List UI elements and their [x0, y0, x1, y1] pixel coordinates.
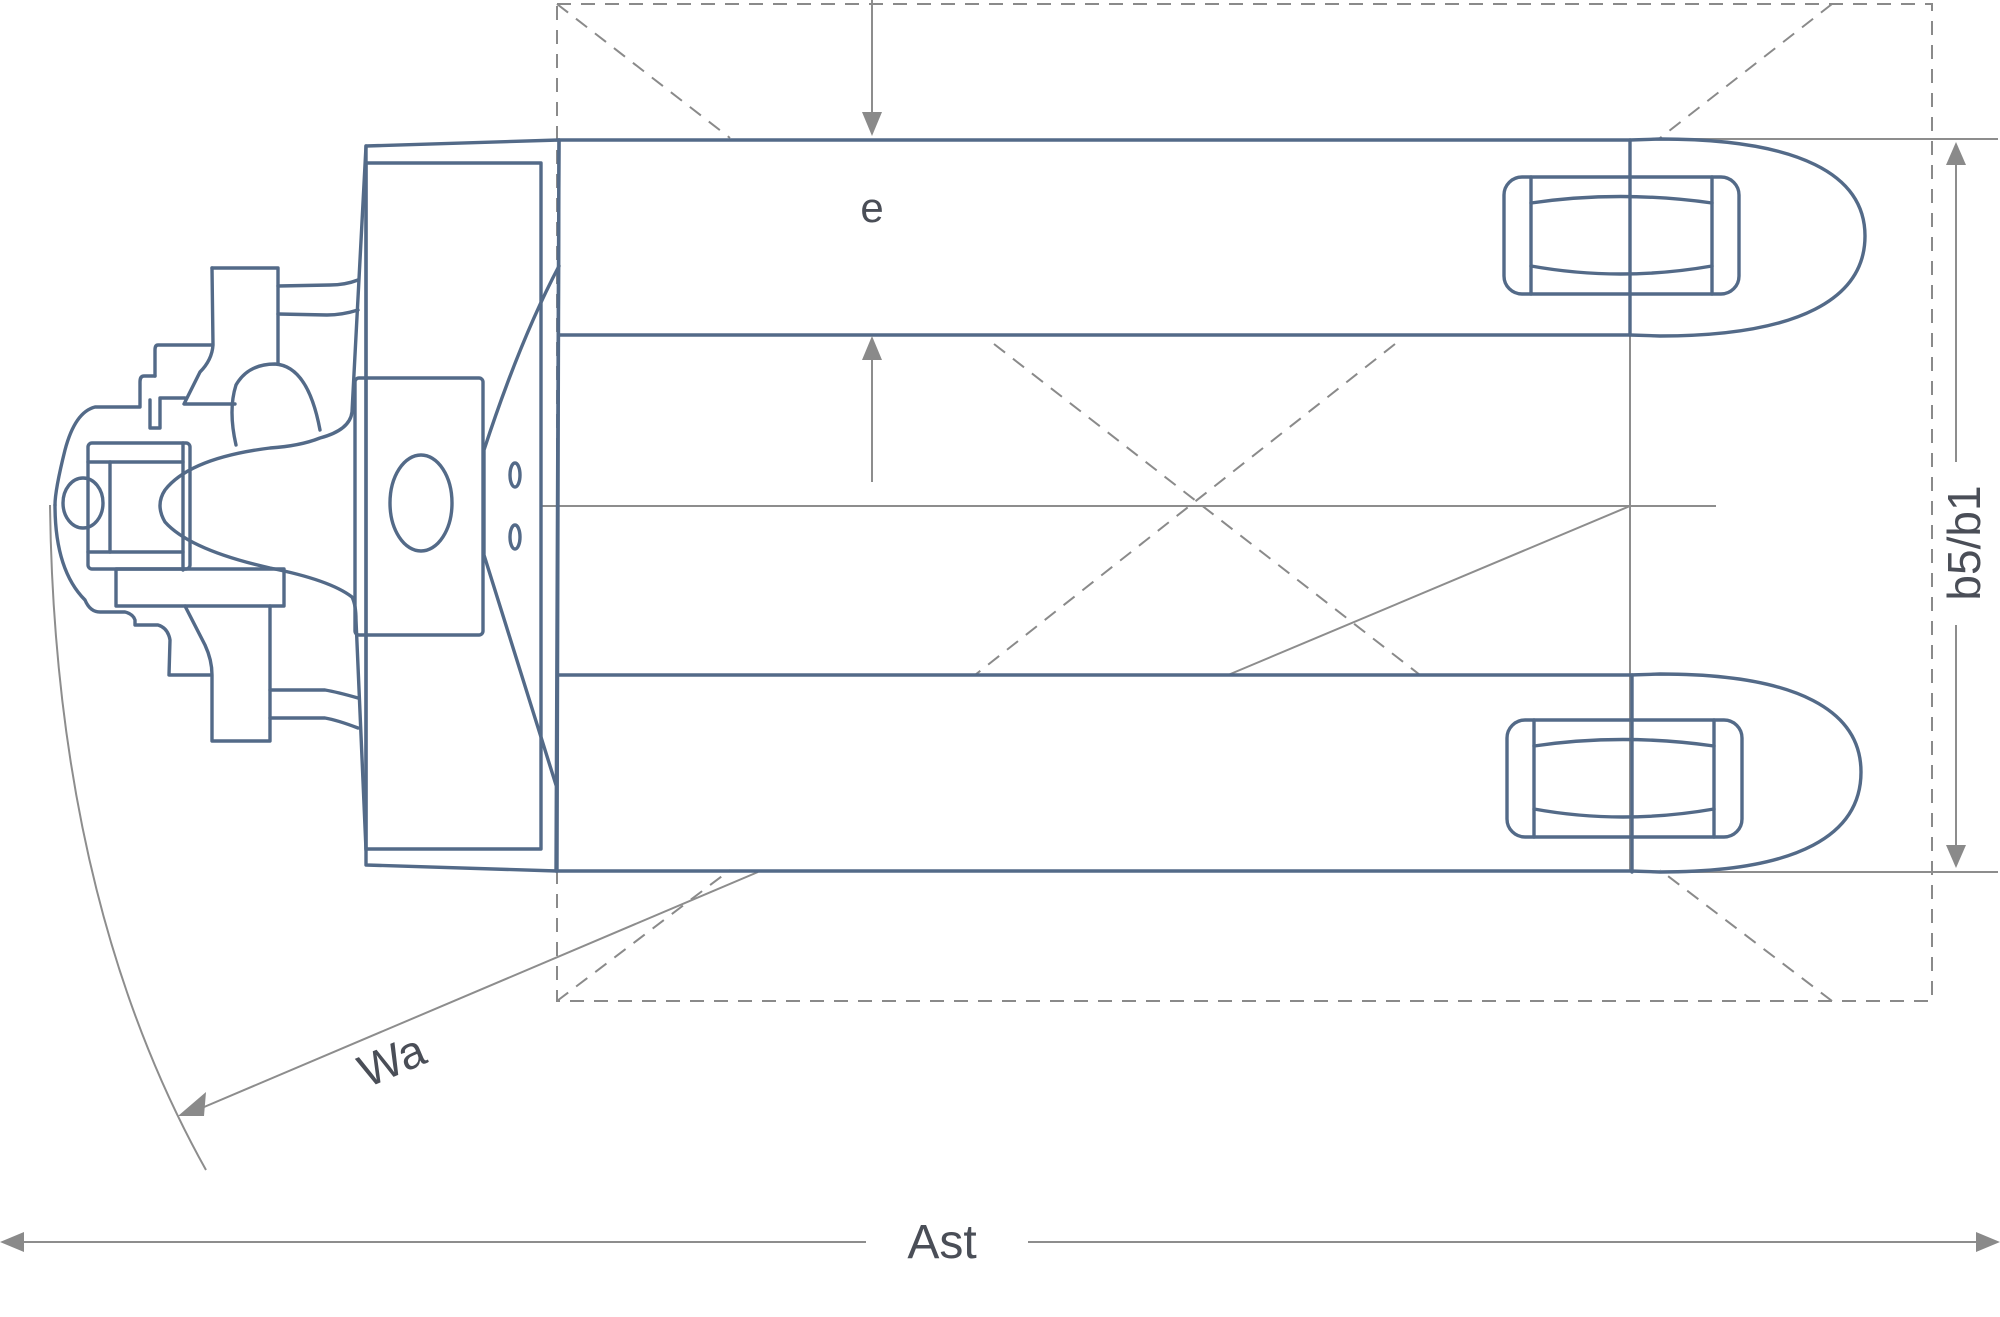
handle-step — [153, 343, 214, 378]
dimension-labels: e b5/b1 Wa Ast — [351, 184, 1990, 1269]
lower-bracket — [183, 604, 272, 743]
hydraulic-unit — [353, 376, 485, 637]
dimension-label-wa: Wa — [351, 1023, 434, 1097]
forks — [555, 137, 1867, 874]
pump-cylinder — [388, 453, 454, 553]
turning-radius-arc — [49, 504, 207, 1171]
steering-housing — [158, 144, 368, 852]
ast-arrowhead-right — [1976, 1232, 2000, 1252]
handle-outline-top — [53, 374, 157, 507]
pallet-diagonal-1 — [993, 343, 1421, 676]
dimension-label-e: e — [860, 184, 883, 231]
wa-dimension-line — [196, 871, 759, 1111]
lower-load-roller — [1505, 673, 1744, 874]
pin-hole-bottom — [508, 523, 522, 551]
upper-fork — [557, 137, 1867, 338]
frame-inner-plate — [364, 161, 543, 851]
upper-link — [182, 266, 237, 406]
wheel-hub — [230, 362, 322, 447]
wa-arrowhead — [178, 1092, 206, 1116]
dimension-label-ast: Ast — [907, 1216, 976, 1269]
handle-outline-bottom — [53, 503, 212, 677]
upper-bracket — [210, 266, 280, 366]
handle-notch — [148, 396, 187, 430]
handle-pivot — [61, 476, 105, 530]
frame-plate — [364, 138, 561, 873]
lower-fork — [555, 672, 1863, 874]
b5-arrowhead-top — [1946, 142, 1966, 165]
lower-plate — [114, 567, 286, 608]
turning-line-upper — [1227, 505, 1631, 676]
truck-chassis — [53, 138, 561, 873]
e-arrowhead-top — [862, 112, 882, 136]
fork-root — [482, 264, 561, 787]
pallet-diagonal-2 — [974, 343, 1396, 676]
pallet-outline — [556, 3, 1933, 1002]
dimension-label-b5-b1: b5/b1 — [1938, 485, 1990, 600]
e-arrowhead-bottom — [862, 336, 882, 360]
b5-arrowhead-bottom — [1946, 845, 1966, 868]
pin-hole-top — [508, 461, 522, 489]
ast-arrowhead-left — [0, 1232, 24, 1252]
dimension-arrows — [0, 0, 2000, 1252]
pallet-dashed-rect — [556, 3, 1933, 1002]
upper-load-roller — [1502, 138, 1741, 337]
